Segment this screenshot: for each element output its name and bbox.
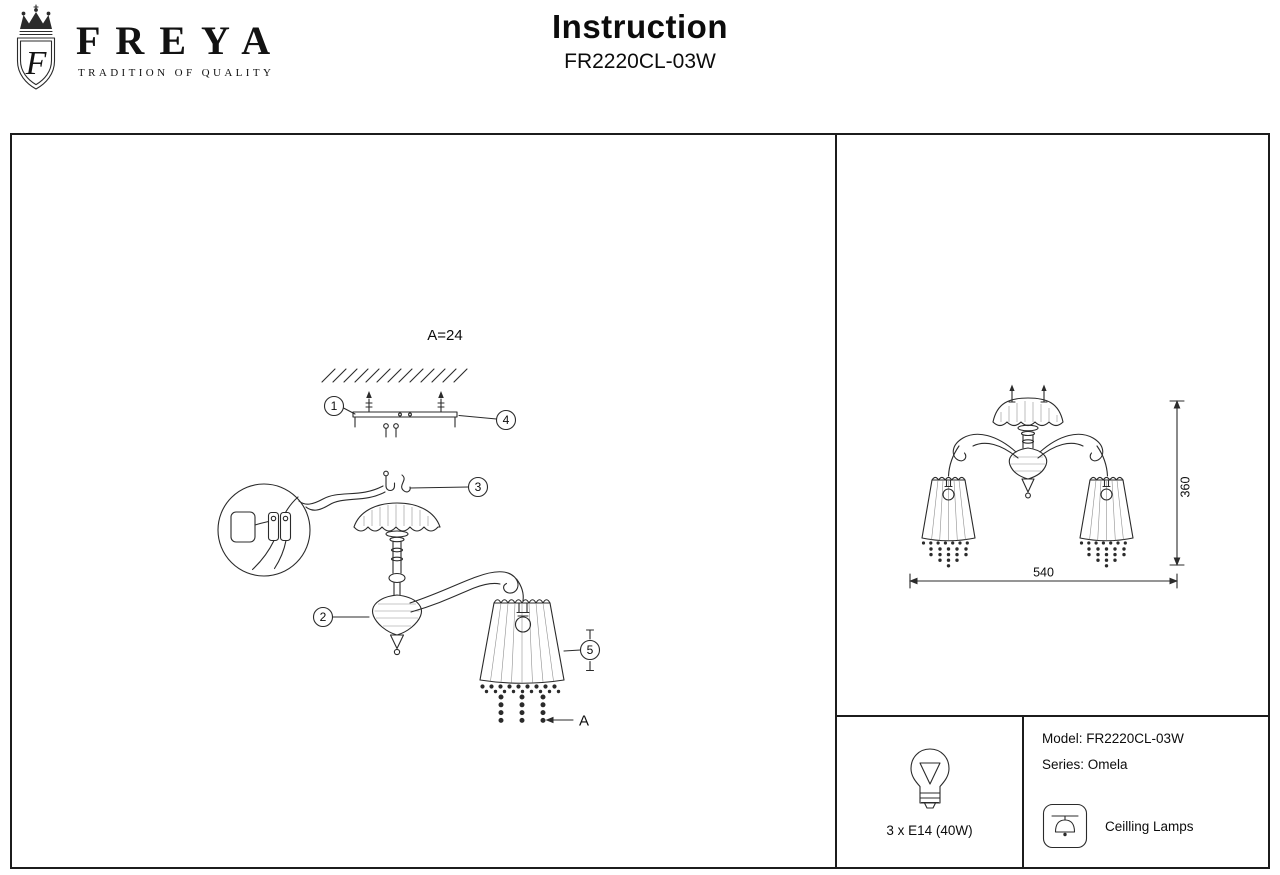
right-lampshade <box>1079 476 1135 569</box>
title-block: Instruction FR2220CL-03W <box>552 8 728 74</box>
bulb-spec-label: 3 x E14 (40W) <box>886 823 973 838</box>
freya-logo-icon: F <box>16 4 56 90</box>
wiring-detail-inset <box>217 483 311 577</box>
lampshade <box>479 599 566 724</box>
category-label: Ceilling Lamps <box>1105 818 1194 834</box>
detail-a-label: A <box>579 713 589 730</box>
brand-name: FREYA <box>76 18 286 63</box>
ceiling-lamp-icon <box>1042 803 1088 849</box>
center-body <box>1008 434 1048 499</box>
canopy <box>353 502 441 543</box>
callout-1: 1 <box>323 395 356 417</box>
dimensions-panel: 360 540 <box>837 135 1268 715</box>
left-lampshade <box>921 476 977 569</box>
bulb-spec-cell: 3 x E14 (40W) <box>837 717 1024 867</box>
junction-box <box>230 511 256 543</box>
spec-model-line: Model: FR2220CL-03W <box>1042 731 1184 746</box>
callout-5-number: 5 <box>587 643 594 657</box>
power-cable <box>298 485 386 511</box>
assembly-diagram-panel: A=24 <box>12 135 835 867</box>
callout-4: 4 <box>458 409 517 431</box>
logo-letter: F <box>25 45 48 82</box>
callout-1-number: 1 <box>331 399 338 413</box>
model-spec-cell: Model: FR2220CL-03W Series: Omela Ceilli… <box>1024 717 1268 867</box>
header: F FREYA TRADITION OF QUALITY Instruction… <box>0 0 1280 133</box>
height-dimension-label: 360 <box>1179 477 1193 498</box>
lamp-arm <box>409 571 524 613</box>
canopy <box>992 397 1064 437</box>
terminal-block <box>267 511 292 542</box>
brand-text: FREYA TRADITION OF QUALITY <box>76 4 286 80</box>
brand-block: F FREYA TRADITION OF QUALITY <box>10 4 285 92</box>
hook-part <box>383 470 411 493</box>
bulb <box>942 488 955 501</box>
callout-4-number: 4 <box>503 413 510 427</box>
mounting-bracket <box>352 391 458 438</box>
center-column <box>372 541 422 656</box>
panel-divider <box>835 135 837 867</box>
callout-5: 5 <box>563 629 601 672</box>
diagram-sheet: A=24 <box>10 133 1270 869</box>
assembled-chandelier-drawing: 360 540 <box>909 384 1193 589</box>
width-dimension-label: 540 <box>1033 566 1054 580</box>
model-number: FR2220CL-03W <box>564 50 716 73</box>
category-row: Ceilling Lamps <box>1042 803 1194 849</box>
left-arm <box>947 433 1019 477</box>
ceiling-distance-label: A=24 <box>427 327 462 344</box>
detail-a-pointer: A <box>545 713 589 730</box>
exploded-assembly-diagram: A=24 <box>217 327 601 730</box>
width-dimension: 540 <box>909 566 1178 589</box>
ceiling-hatch <box>321 368 468 383</box>
bulb <box>1100 488 1113 501</box>
light-bulb-icon <box>909 748 950 809</box>
callout-2: 2 <box>312 606 370 628</box>
screws <box>383 423 399 438</box>
brand-tagline: TRADITION OF QUALITY <box>78 67 275 79</box>
height-dimension: 360 <box>1169 400 1193 566</box>
callout-3-number: 3 <box>475 480 482 494</box>
callout-3: 3 <box>409 476 489 498</box>
spec-series-line: Series: Omela <box>1042 757 1128 772</box>
bulb <box>514 616 532 633</box>
callout-2-number: 2 <box>320 610 327 624</box>
spec-row: 3 x E14 (40W) Model: FR2220CL-03W Series… <box>837 715 1268 867</box>
right-arm <box>1037 433 1109 477</box>
mounting-screws <box>1008 384 1048 403</box>
page-title: Instruction <box>552 8 728 45</box>
